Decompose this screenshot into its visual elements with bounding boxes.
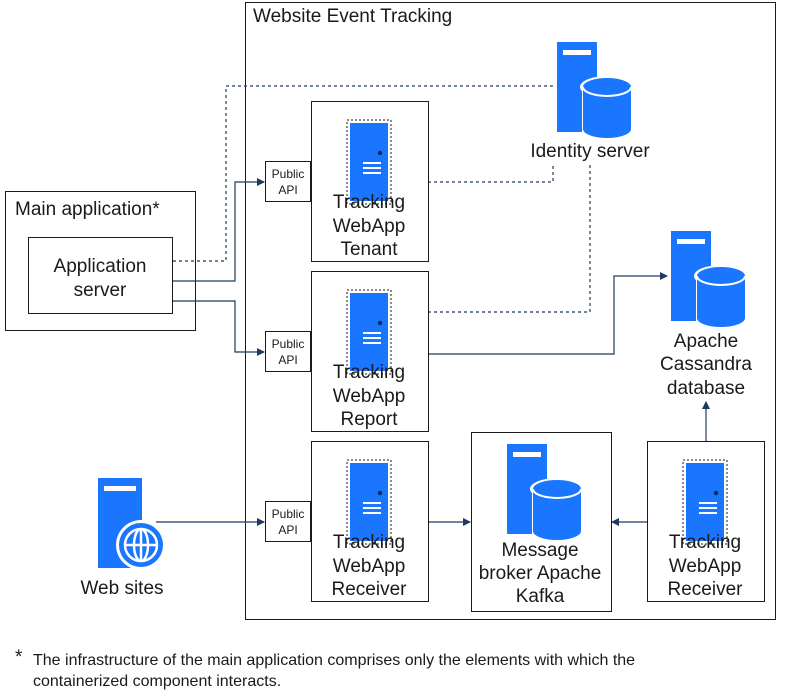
svg-text:Tracking: Tracking [669,532,741,553]
public-api-report: Public API [265,331,311,372]
webapp-report-node: Tracking WebApp Report [311,271,429,432]
public-api-receiver: Public API [265,501,311,542]
svg-text:Report: Report [340,409,398,430]
svg-text:Public: Public [272,167,305,181]
webapp-receiver-2-node: Tracking WebApp Receiver [647,441,765,602]
public-api-tenant: Public API [265,161,311,202]
svg-text:broker Apache: broker Apache [479,563,602,584]
identity-server-node: Identity server [530,41,650,162]
edge-report-identity [428,163,591,313]
svg-text:Tracking: Tracking [333,362,405,383]
svg-text:Kafka: Kafka [516,586,565,607]
webapp-tenant-node: Tracking WebApp Tenant [311,101,429,262]
svg-text:Cassandra: Cassandra [660,354,752,375]
application-server-label-2: server [74,280,127,301]
edge-appserver-api-tenant [173,178,265,282]
svg-text:Public: Public [272,337,305,351]
svg-text:Tracking: Tracking [333,532,405,553]
footnote-line-2: containerized component interacts. [33,673,281,690]
svg-text:WebApp: WebApp [333,216,406,237]
cassandra-node: Apache Cassandra database [660,230,752,399]
svg-text:Message: Message [501,540,578,561]
kafka-node: Message broker Apache Kafka [471,432,612,612]
svg-text:WebApp: WebApp [669,556,742,577]
svg-text:WebApp: WebApp [333,556,406,577]
website-event-tracking-title: Website Event Tracking [253,6,452,27]
web-server-globe-icon [98,478,166,570]
edge-appserver-identity [173,85,556,262]
footnote-mark: * [15,647,23,668]
webapp-receiver-node: Tracking WebApp Receiver [311,441,429,602]
svg-text:Tenant: Tenant [340,239,398,260]
svg-text:Receiver: Receiver [332,579,408,600]
svg-text:API: API [278,523,297,537]
svg-text:Web sites: Web sites [80,578,163,599]
main-application-title: Main application* [15,199,160,220]
svg-text:database: database [667,378,745,399]
edge-appserver-api-report [173,300,265,356]
footnote-line-1: The infrastructure of the main applicati… [33,652,635,669]
svg-text:WebApp: WebApp [333,386,406,407]
application-server-box [28,237,173,314]
application-server-label-1: Application [54,256,147,277]
svg-text:Receiver: Receiver [668,579,744,600]
svg-text:Tracking: Tracking [333,192,405,213]
svg-text:API: API [278,183,297,197]
svg-text:API: API [278,353,297,367]
svg-text:Identity server: Identity server [530,141,650,162]
web-sites-node: Web sites [80,478,166,599]
svg-text:Apache: Apache [674,331,738,352]
svg-text:Public: Public [272,507,305,521]
edge-report-cassandra [428,272,668,355]
